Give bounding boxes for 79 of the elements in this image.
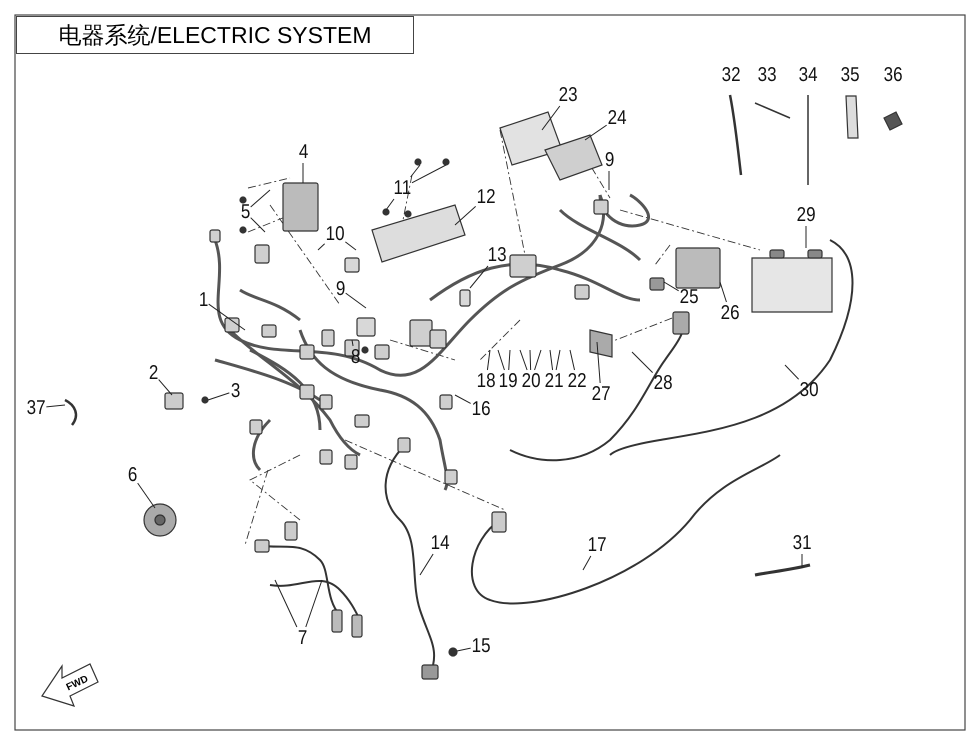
callout-number: 31 (792, 533, 812, 553)
callout-number: 22 (568, 371, 587, 391)
callout-number: 9 (335, 279, 345, 299)
callout-number: 2 (148, 363, 158, 383)
callout-number: 16 (472, 399, 491, 419)
callout-number: 5 (240, 202, 250, 222)
callout-number: 30 (800, 380, 819, 400)
leader-line (137, 482, 156, 508)
leader-line (596, 342, 601, 384)
leader-line (305, 580, 322, 628)
leader-line (454, 206, 476, 226)
leader-line (608, 170, 610, 190)
leader-line (508, 350, 510, 370)
callout-number: 28 (654, 373, 673, 393)
leader-line (208, 304, 246, 330)
direction-label: FWD (64, 674, 90, 694)
callout-number: 25 (680, 287, 699, 307)
callout-number: 24 (608, 108, 627, 128)
leader-line (486, 350, 490, 370)
callout-number: 17 (588, 535, 607, 555)
callout-number: 35 (840, 65, 860, 85)
leader-line (664, 282, 680, 292)
callout-number: 12 (476, 187, 496, 207)
callout-number: 23 (558, 85, 578, 105)
leader-line (411, 164, 446, 184)
leader-line (274, 580, 298, 628)
leader-line (498, 350, 505, 370)
callout-number: 10 (326, 224, 345, 244)
leader-line (530, 350, 532, 370)
leader-line (410, 164, 420, 178)
callout-number: 37 (26, 398, 46, 418)
callout-number: 15 (472, 636, 491, 656)
callout-number: 7 (297, 628, 307, 648)
leader-line (784, 364, 800, 380)
leader-line (352, 340, 354, 346)
callout-number: 27 (592, 384, 611, 404)
leader-line (720, 282, 727, 302)
callout-number: 18 (476, 371, 496, 391)
leader-line (250, 190, 270, 208)
callout-number: 4 (298, 142, 308, 162)
leader-line (556, 350, 560, 370)
leader-line (550, 350, 554, 370)
callout-number: 34 (798, 65, 818, 85)
leader-line (584, 124, 608, 140)
callout-number: 3 (230, 381, 240, 401)
callout-number: 29 (796, 205, 816, 225)
leader-line (542, 106, 560, 130)
callout-number: 13 (488, 245, 507, 265)
leader-line (420, 554, 434, 576)
callout-number: 33 (758, 65, 777, 85)
leader-line (454, 394, 472, 404)
leader-line (386, 198, 394, 210)
leader-line (570, 350, 576, 370)
callout-number: 26 (720, 303, 740, 323)
callout-number: 32 (722, 65, 741, 85)
callout-number: 11 (393, 178, 411, 198)
callout-number: 20 (522, 371, 541, 391)
callout-number: 14 (430, 533, 450, 553)
callout-number: 6 (127, 465, 137, 485)
callout-number: 19 (498, 371, 518, 391)
leader-line (250, 217, 266, 232)
leader-line (520, 350, 528, 370)
leader-line (582, 556, 592, 570)
leader-line (345, 292, 366, 308)
callout-number: 21 (544, 371, 564, 391)
leader-line (318, 243, 326, 250)
leader-line (46, 404, 66, 408)
leader-line (208, 392, 230, 400)
leader-line (632, 352, 654, 374)
callout-number: 9 (604, 150, 614, 170)
leader-line (456, 648, 472, 652)
leader-line (302, 162, 304, 184)
leader-line (344, 241, 356, 250)
callout-number: 1 (198, 290, 208, 310)
diagram-title: 电器系统/ELECTRIC SYSTEM (16, 16, 414, 54)
leader-line (534, 350, 542, 370)
leader-line (470, 266, 488, 288)
callout-number: 36 (884, 65, 903, 85)
leader-line (158, 379, 172, 396)
